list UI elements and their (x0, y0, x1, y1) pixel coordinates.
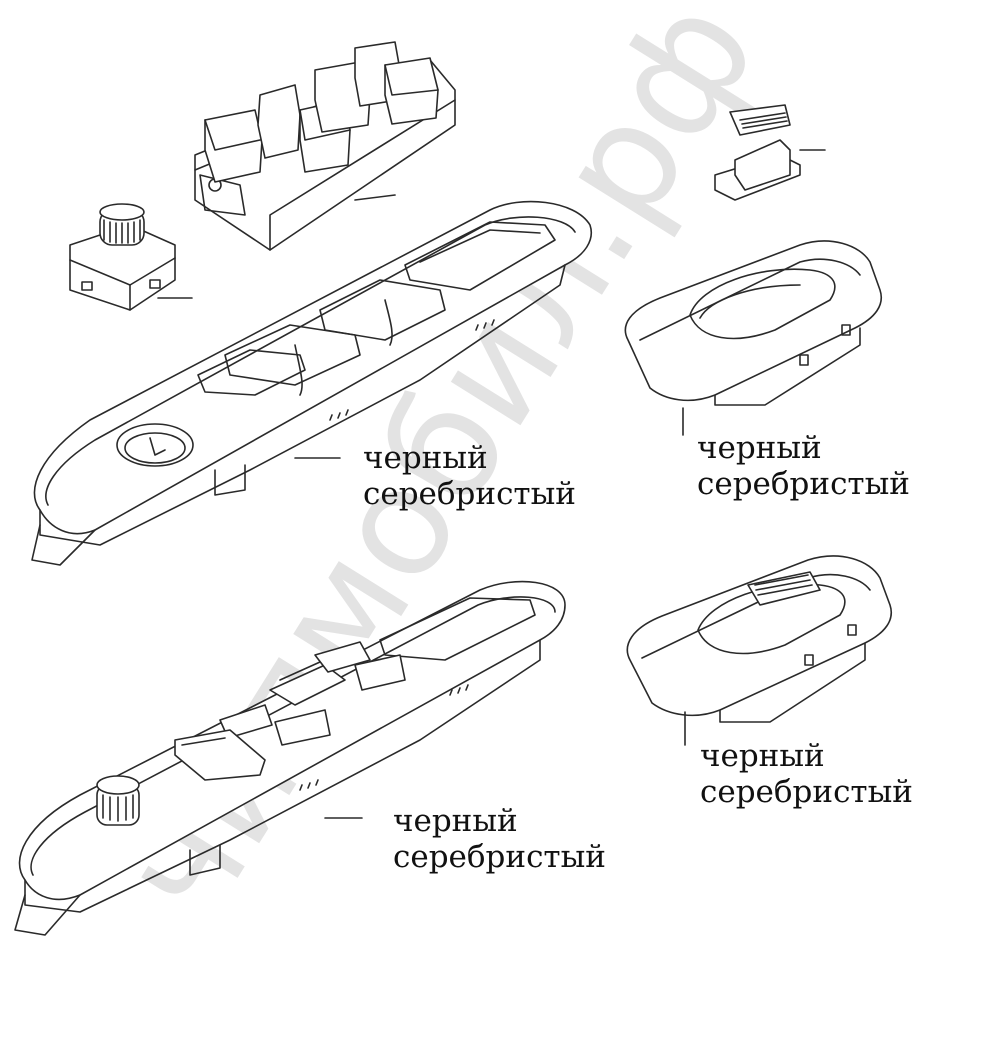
master-switch-block (194, 41, 456, 251)
callout-panel-upper: черный серебристый (363, 440, 576, 512)
callout-single-lower: черный серебристый (700, 738, 913, 810)
label-black: черный (700, 738, 825, 774)
passenger-bezel-lower (626, 555, 892, 746)
label-black: черный (363, 440, 488, 476)
callout-panel-lower: черный серебристый (393, 803, 606, 875)
label-silver: серебристый (697, 466, 910, 502)
mirror-joystick-switch (69, 203, 193, 311)
driver-panel-lower (14, 580, 566, 936)
callout-single-upper: черный серебристый (697, 430, 910, 502)
label-black: черный (393, 803, 518, 839)
label-silver: серебристый (700, 774, 913, 810)
label-silver: серебристый (393, 839, 606, 875)
driver-panel-upper (31, 200, 592, 566)
passenger-bezel-upper (624, 240, 882, 436)
label-black: черный (697, 430, 822, 466)
label-silver: серебристый (363, 476, 576, 512)
single-window-switch (714, 104, 826, 201)
